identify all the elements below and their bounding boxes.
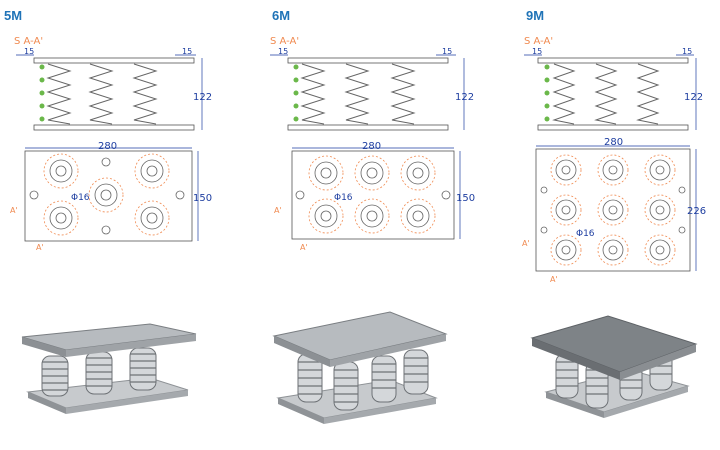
section-label-9m: S A-A' (524, 36, 553, 47)
dim-right-9m: 15 (682, 47, 692, 56)
section-marker-bottom-5m: A' (36, 243, 44, 252)
plan-springs-9m (540, 154, 686, 266)
drawing-6m: S A-A' 15 15 122 280 150 Φ16 A' A' (270, 36, 475, 424)
plan-view-9m (535, 148, 691, 272)
drawing-5m: S A-A' 15 15 122 280 (10, 36, 212, 414)
bottom-plate-6m (287, 124, 449, 131)
spring-9m-3 (636, 63, 660, 125)
spring-6m-3 (390, 63, 416, 125)
dim-width-9m: 280 (604, 137, 623, 148)
bottom-plate-9m (537, 124, 689, 131)
spring-9m-1 (552, 63, 576, 125)
model-title-5m: 5M (4, 8, 23, 23)
dim-height-5m: 122 (193, 92, 212, 103)
plan-view-5m (24, 150, 193, 242)
section-marker-6m: A' (274, 206, 282, 215)
product-photo-6m (272, 311, 448, 424)
dim-width-5m: 280 (98, 141, 117, 152)
top-plate-6m (287, 57, 449, 64)
dim-depth-9m: 226 (687, 206, 706, 217)
model-title-6m: 6M (272, 8, 291, 23)
hole-dim-6m: Φ16 (334, 193, 353, 203)
dim-height-9m: 122 (684, 92, 703, 103)
section-label-5m: S A-A' (14, 36, 43, 47)
section-marker-9m: A' (522, 239, 530, 248)
dim-right-5m: 15 (182, 47, 192, 56)
plan-springs-5m (29, 153, 185, 236)
dim-width-6m: 280 (362, 141, 381, 152)
bolt-markers-9m (544, 64, 550, 122)
bottom-plate-5m (33, 124, 195, 131)
hole-dim-9m: Φ16 (576, 229, 595, 239)
model-title-9m: 9M (526, 8, 545, 23)
product-photo-5m (21, 323, 197, 414)
product-photo-9m (530, 315, 698, 418)
dim-height-6m: 122 (455, 92, 474, 103)
spring-5m-3 (132, 63, 158, 125)
top-plate-9m (537, 57, 689, 64)
top-plate-5m (33, 57, 195, 64)
dim-left-5m: 15 (24, 47, 34, 56)
spring-6m-1 (300, 63, 326, 125)
hole-dim-5m: Φ16 (71, 193, 90, 203)
dim-depth-5m: 150 (193, 193, 212, 204)
bolt-markers-6m (293, 64, 299, 122)
dim-right-6m: 15 (442, 47, 452, 56)
section-label-6m: S A-A' (270, 36, 299, 47)
dim-left-9m: 15 (532, 47, 542, 56)
dim-depth-6m: 150 (456, 193, 475, 204)
plan-springs-6m (295, 155, 451, 234)
section-marker-bottom-6m: A' (300, 243, 308, 252)
drawing-9m: S A-A' 15 15 122 280 226 Φ16 A' A' (522, 36, 706, 418)
spring-5m-2 (88, 63, 114, 125)
spring-6m-2 (344, 63, 370, 125)
section-marker-bottom-9m: A' (550, 275, 558, 284)
plan-view-6m (291, 150, 455, 240)
bolt-markers-5m (39, 64, 45, 122)
spring-5m-1 (46, 63, 72, 125)
dim-left-6m: 15 (278, 47, 288, 56)
spring-9m-2 (594, 63, 618, 125)
section-marker-5m: A' (10, 206, 18, 215)
